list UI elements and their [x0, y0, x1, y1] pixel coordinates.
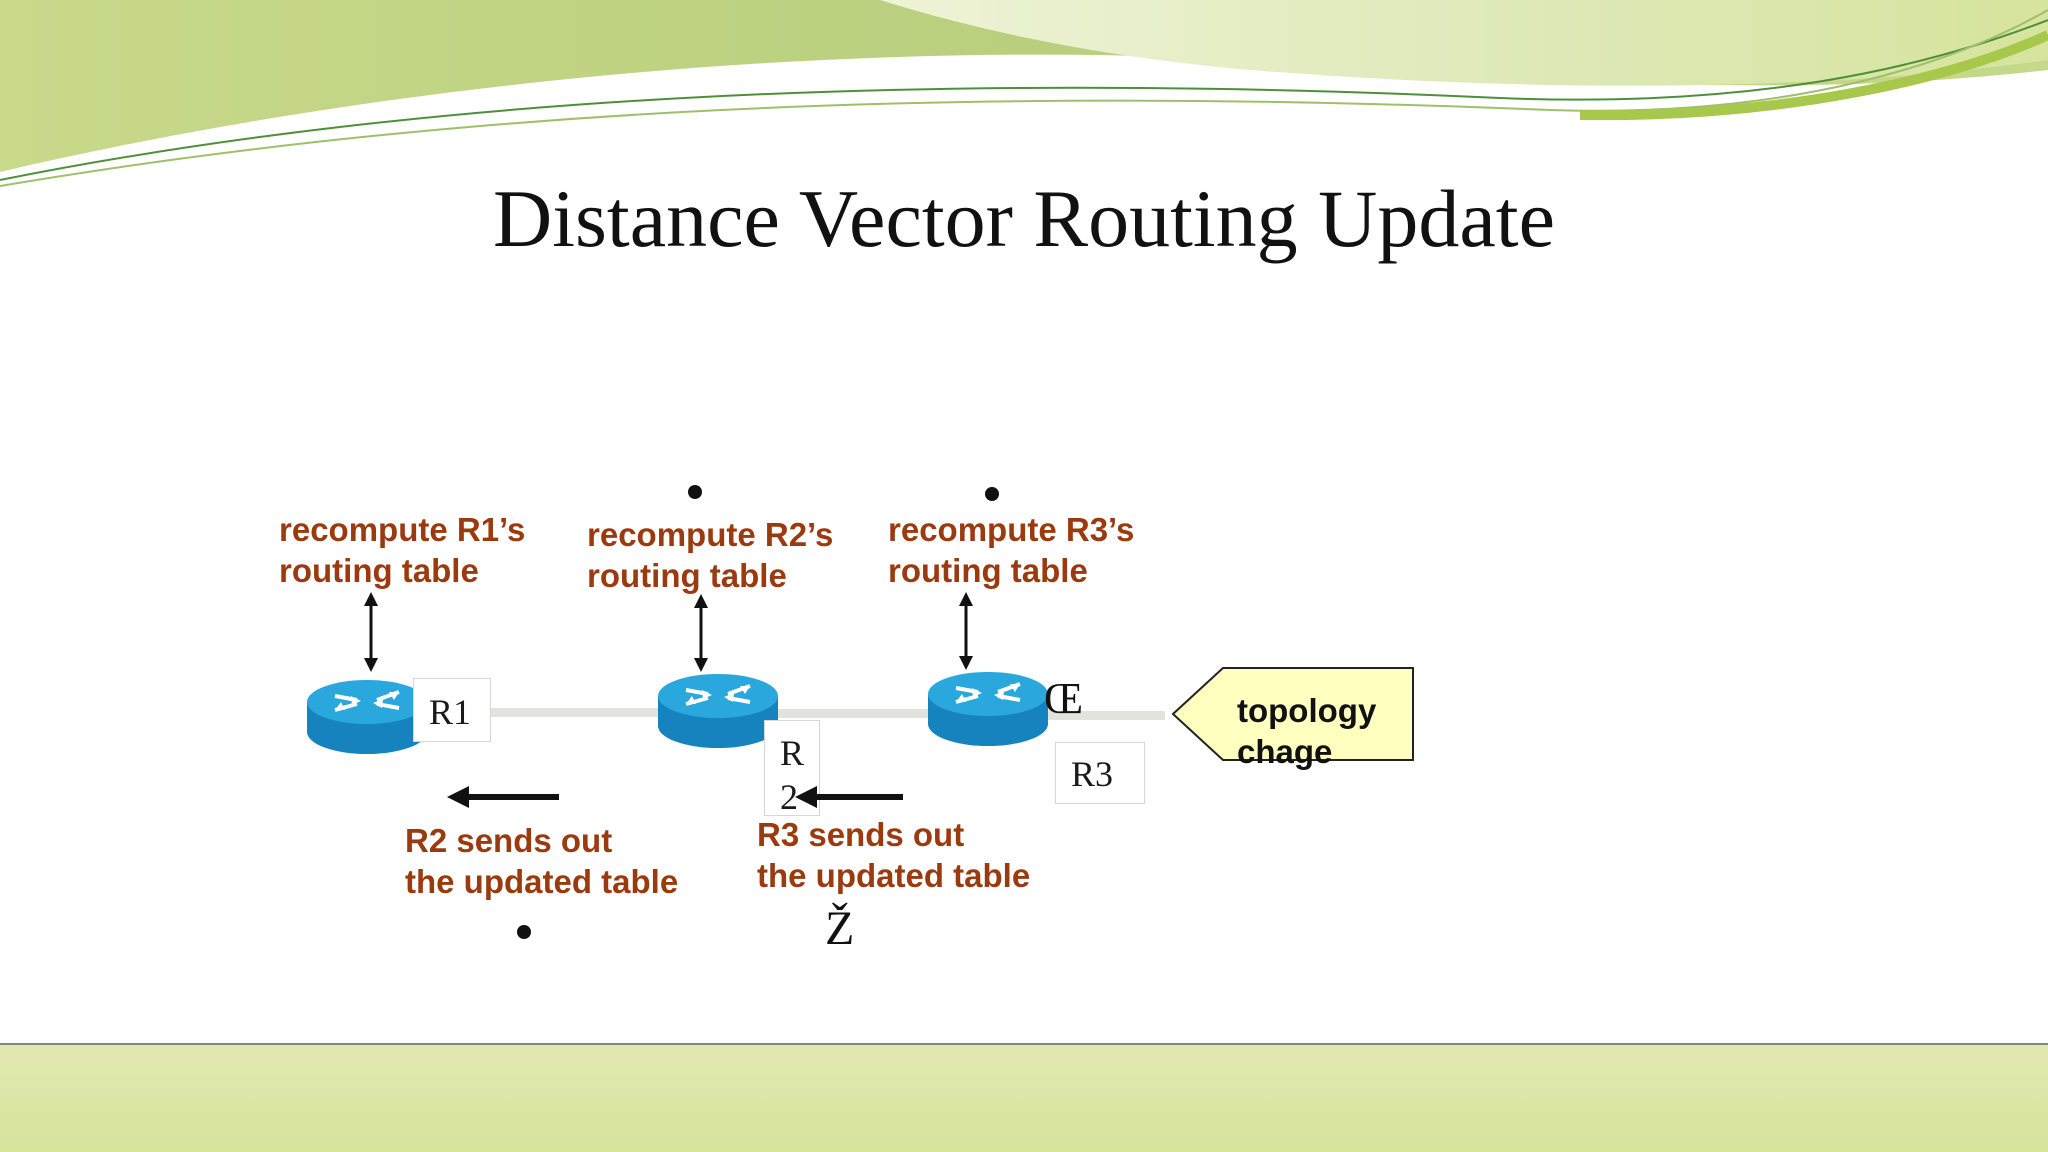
topology-callout-text: topology chage: [1237, 692, 1377, 770]
recompute-r2-label: recompute R2’s routing table: [587, 516, 834, 594]
slide-title: Distance Vector Routing Update: [493, 173, 1555, 264]
footer-band: [0, 1043, 2048, 1152]
router-r3-label: R3: [1055, 742, 1145, 804]
bottom-glyph: Ž: [825, 902, 855, 955]
double-arrow-icon: [364, 592, 378, 672]
router-icon: [307, 680, 427, 754]
recompute-r1-label: recompute R1’s routing table: [279, 511, 526, 589]
link-r1-r2: [395, 708, 675, 717]
link-break-glyph: Œ: [1044, 674, 1084, 723]
r3-sends-label: R3 sends out the updated table: [757, 816, 1031, 894]
recompute-r3-label: recompute R3’s routing table: [888, 511, 1135, 589]
router-icon: [658, 674, 778, 748]
bullet-icon: [985, 487, 999, 501]
topology-callout: [1171, 667, 1414, 761]
link-r2-r3: [770, 709, 945, 718]
double-arrow-icon: [959, 592, 973, 670]
router-icon: [928, 672, 1048, 746]
router-r1-label: R1: [413, 678, 491, 742]
r2-sends-label: R2 sends out the updated table: [405, 822, 679, 900]
left-arrow-icon: [795, 786, 903, 808]
header-swoosh: [0, 0, 2048, 187]
link-r3-out: [1040, 711, 1165, 720]
bullet-icon: [517, 925, 531, 939]
router-r2-label: R 2: [764, 720, 820, 817]
bullet-icon: [688, 485, 702, 499]
left-arrow-icon: [447, 786, 559, 808]
double-arrow-icon: [694, 594, 708, 672]
